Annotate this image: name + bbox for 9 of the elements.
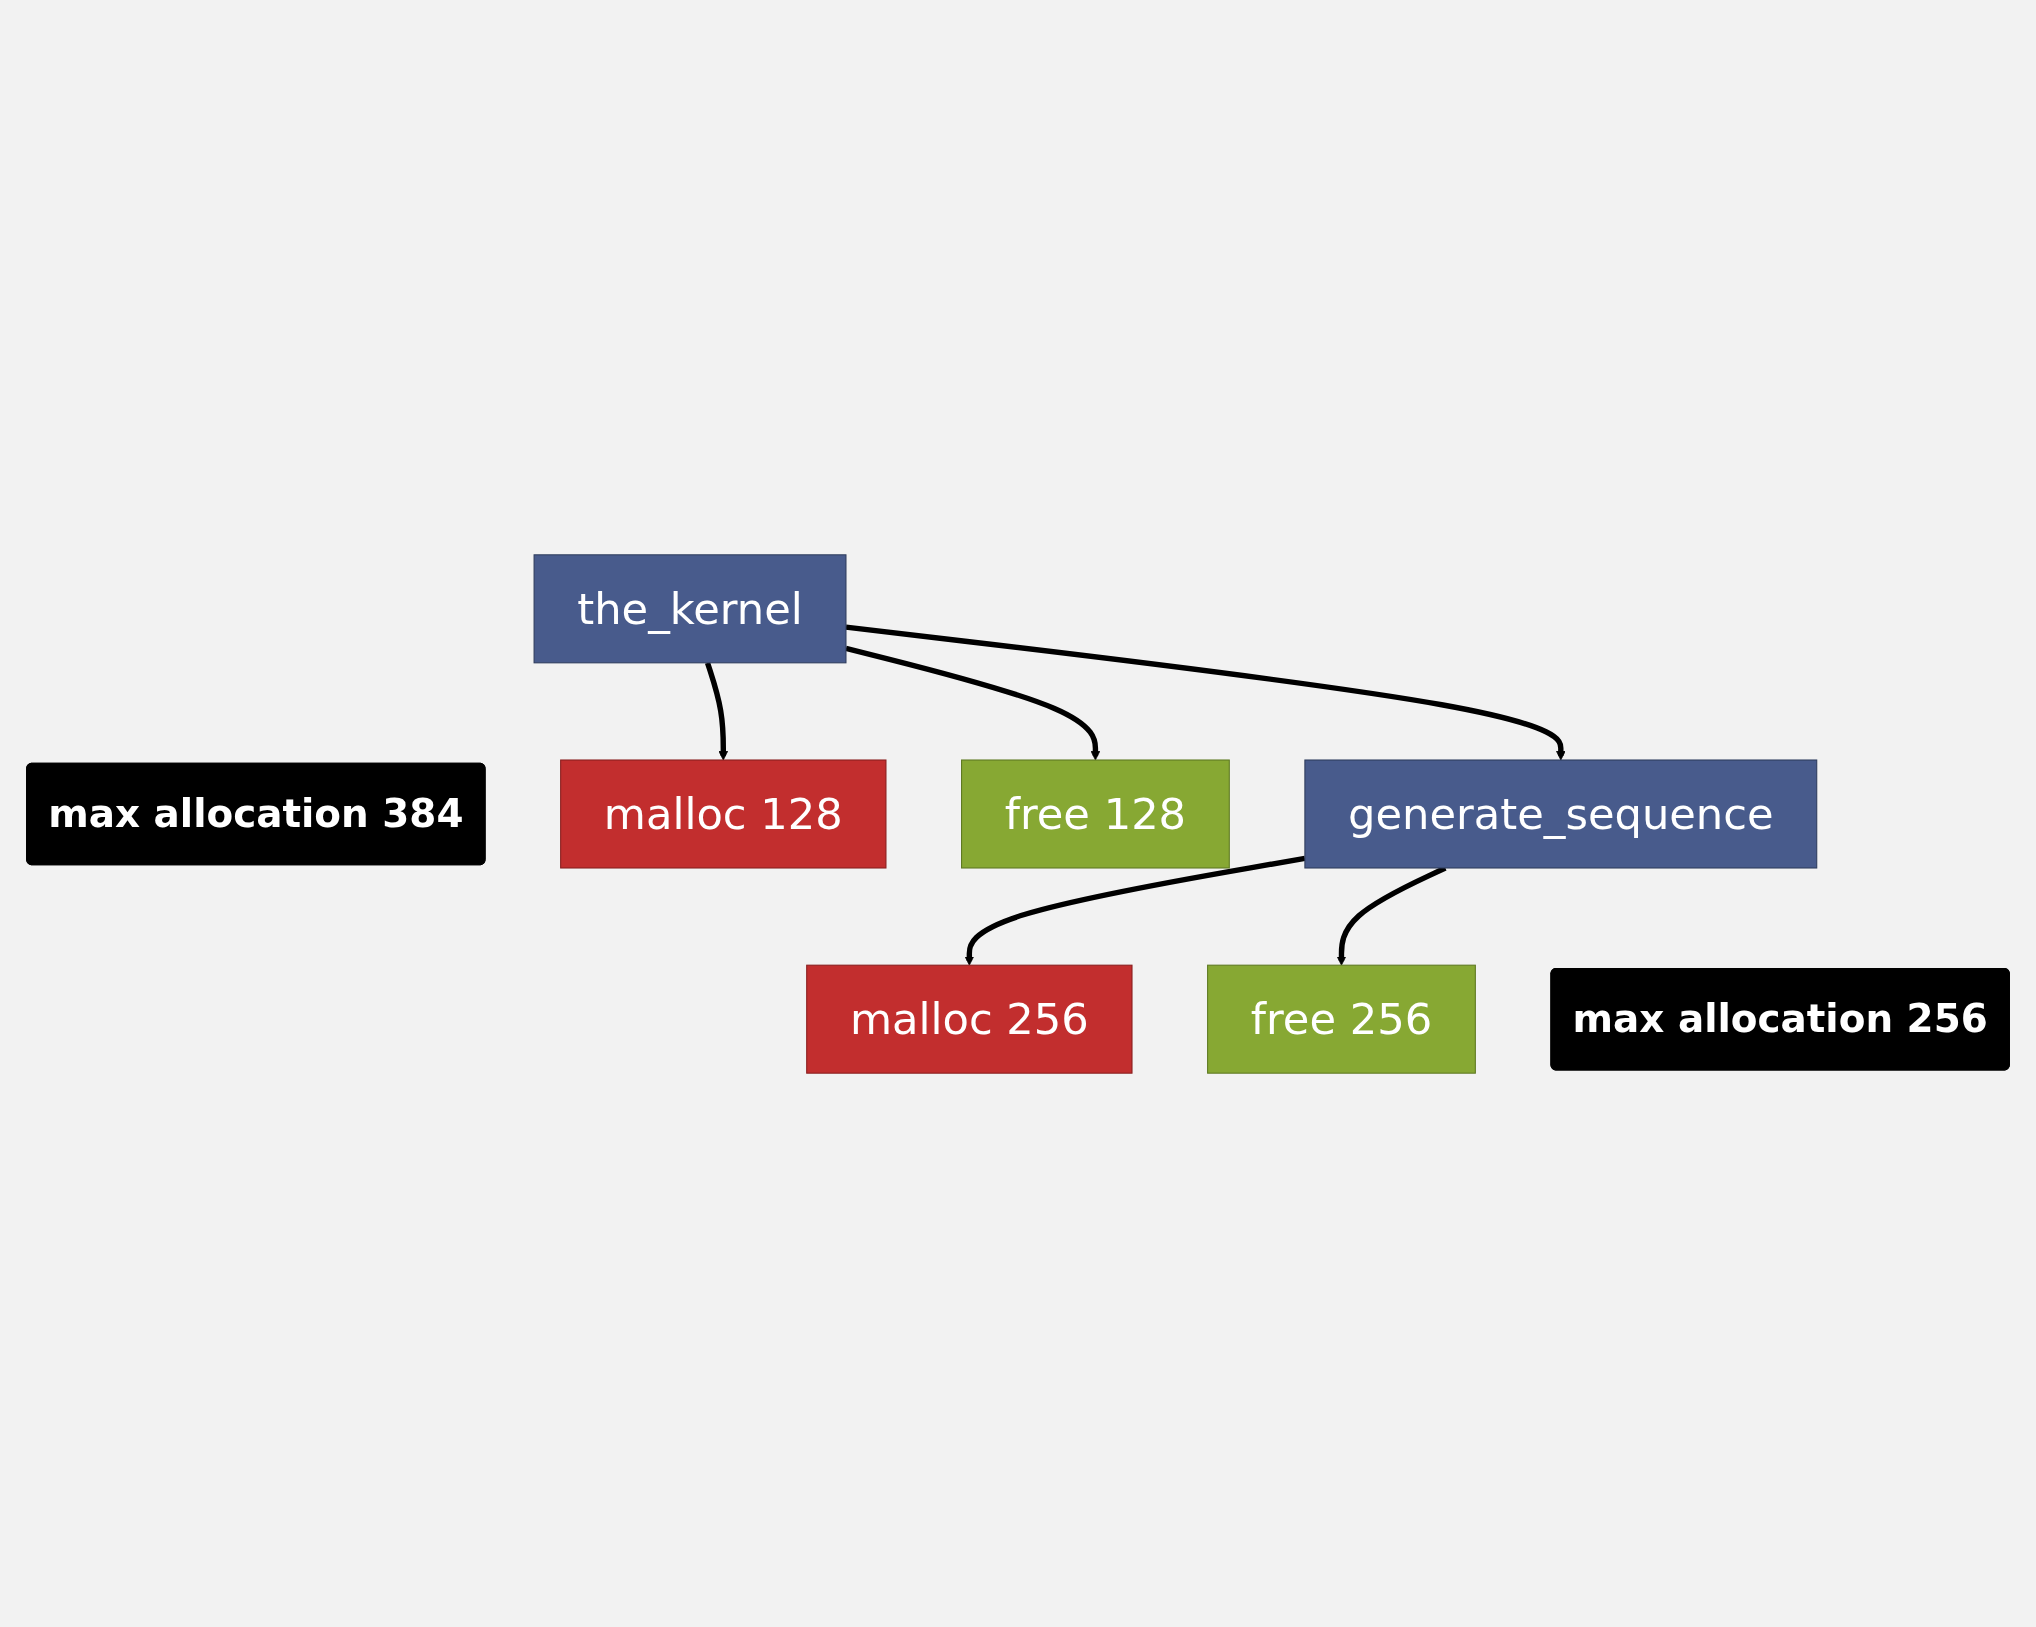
node-box: malloc 256 <box>806 964 1133 1074</box>
node-box: the_kernel <box>533 553 847 663</box>
arrow <box>704 661 729 760</box>
arrow <box>845 645 1101 760</box>
node-box: malloc 128 <box>560 758 887 869</box>
node-box: free 256 <box>1207 964 1476 1074</box>
node-box: free 128 <box>961 758 1230 869</box>
node-box: generate_sequence <box>1304 758 1818 869</box>
arrow <box>845 624 1566 760</box>
